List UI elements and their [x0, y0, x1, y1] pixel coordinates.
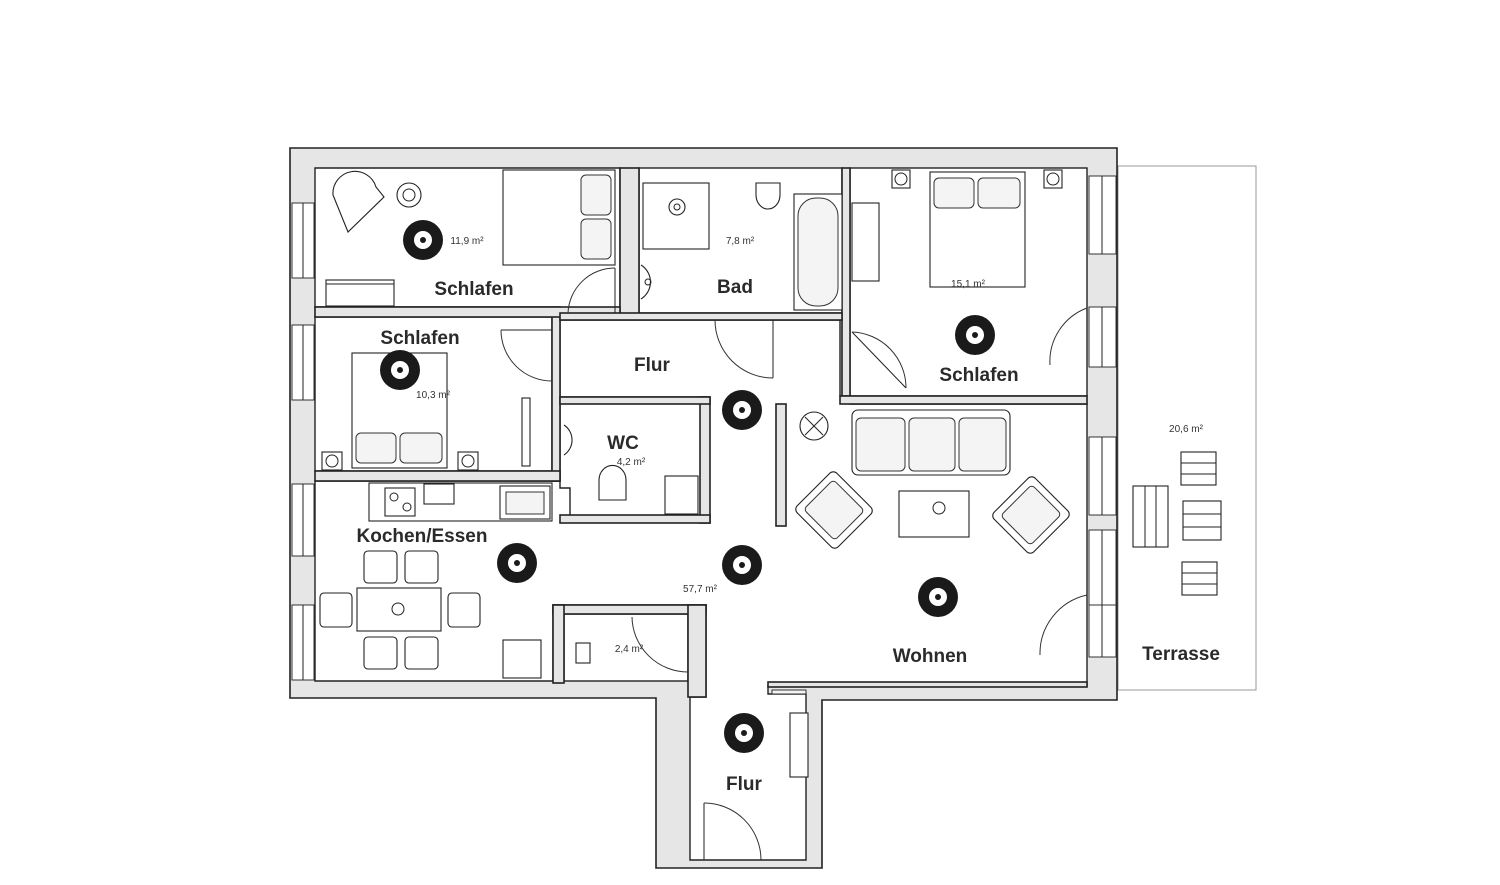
chair-icon: [404, 550, 439, 584]
sink-icon: [563, 424, 573, 456]
windows-left: [291, 202, 315, 681]
wohnen-furniture: [771, 409, 1070, 778]
windows-right: [1088, 175, 1117, 658]
lounger-icon: [1132, 485, 1169, 548]
area-label-schlafen-2: 10,3 m²: [416, 390, 451, 401]
area-label-terrasse: 20,6 m²: [1169, 424, 1204, 435]
schlafen-3-furniture: [851, 169, 1063, 288]
terrace-furniture: [1132, 451, 1222, 596]
chair-icon: [319, 592, 353, 628]
area-label-schlafen-1: 11,9 m²: [450, 236, 484, 247]
dining-table-icon: [356, 587, 442, 632]
sink-icon: [640, 264, 651, 300]
wc-fixtures: [563, 424, 699, 515]
room-label-schlafen-1: Schlafen: [434, 279, 513, 300]
shower-icon: [642, 182, 710, 250]
room-label-bad: Bad: [717, 277, 753, 298]
nightstand-icon: [457, 451, 479, 471]
toilet-icon: [598, 464, 627, 501]
plant-icon: [396, 182, 422, 208]
stove-icon: [384, 487, 416, 517]
chair-icon: [1180, 451, 1217, 486]
toilet-icon: [755, 182, 781, 210]
shoe-rack-icon: [771, 689, 807, 695]
oven-icon: [423, 483, 455, 505]
chair-icon: [332, 170, 385, 233]
room-label-schlafen-2: Schlafen: [380, 328, 459, 349]
room-label-terrasse: Terrasse: [1142, 644, 1220, 665]
table-icon: [1182, 500, 1222, 541]
room-label-wc: WC: [607, 433, 639, 454]
area-label-schlafen-3: 15,1 m²: [951, 279, 986, 290]
schlafen-1-furniture: [325, 169, 616, 307]
area-label-living: 57,7 m²: [683, 584, 718, 595]
radiator-icon: [789, 712, 809, 778]
room-label-flur-bottom: Flur: [726, 774, 762, 795]
wardrobe-icon: [851, 202, 880, 282]
coffee-table-icon: [898, 490, 970, 538]
kitchen-furniture: [319, 482, 553, 679]
pendant-lamp-icon: [380, 220, 995, 753]
terrace-outline: [1117, 165, 1257, 691]
cabinet-icon: [502, 639, 542, 679]
internal-walls: [314, 167, 1088, 698]
area-label-storage: 2,4 m²: [615, 644, 644, 655]
chair-icon: [363, 550, 398, 584]
door-swing-icon: [500, 267, 1088, 861]
storage-fixtures: [575, 642, 591, 664]
room-label-flur-top: Flur: [634, 355, 670, 376]
room-label-wohnen: Wohnen: [893, 646, 968, 667]
plant-icon: [391, 602, 405, 616]
room-label-schlafen-3: Schlafen: [939, 365, 1018, 386]
room-label-kochen-essen: Kochen/Essen: [357, 526, 488, 547]
chair-icon: [1181, 561, 1218, 596]
area-label-wc: 4,2 m²: [617, 457, 646, 468]
boiler-icon: [575, 642, 591, 664]
shelf-icon: [521, 397, 531, 467]
chair-icon: [404, 636, 439, 670]
area-label-bad: 7,8 m²: [726, 236, 755, 247]
nightstand-icon: [321, 451, 343, 471]
chair-icon: [447, 592, 481, 628]
chair-icon: [363, 636, 398, 670]
bad-fixtures: [640, 182, 843, 311]
cabinet-icon: [664, 475, 699, 515]
